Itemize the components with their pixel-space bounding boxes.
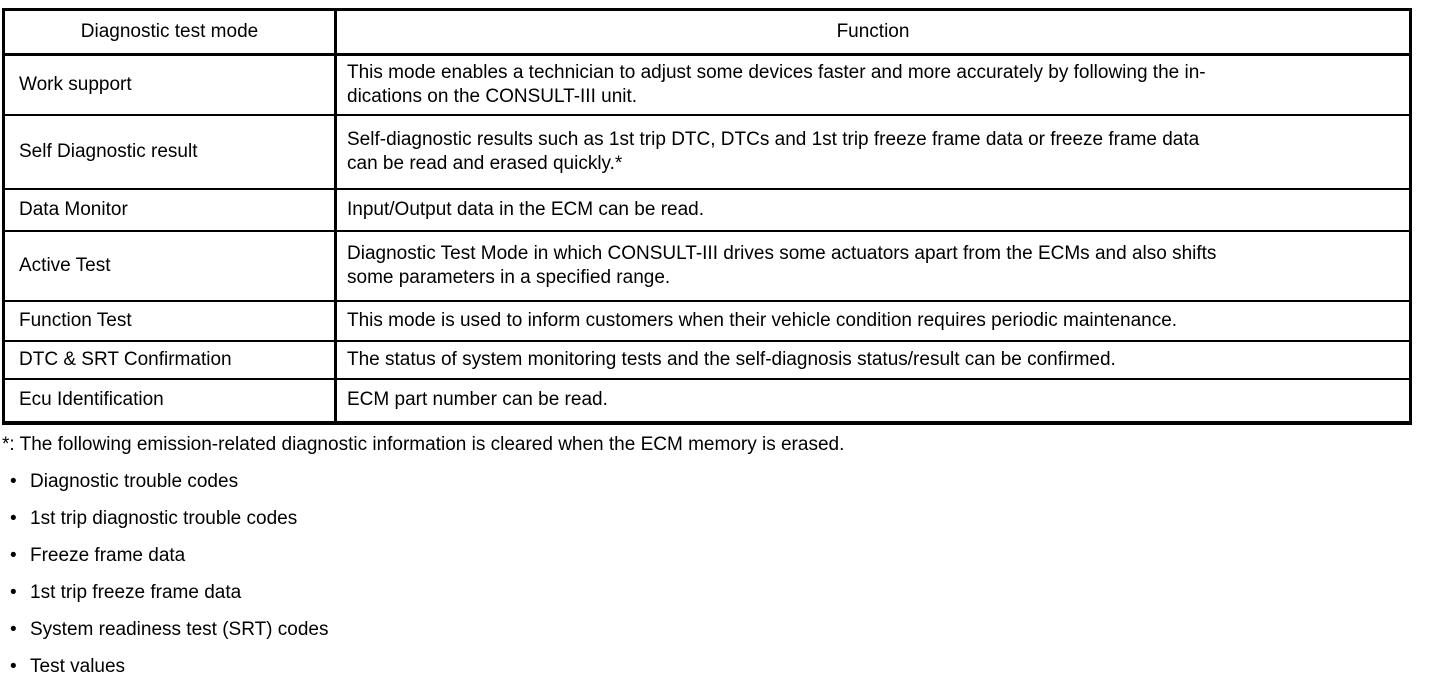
list-item: • 1st trip diagnostic trouble codes — [0, 508, 1440, 530]
bullet-icon: • — [10, 470, 17, 492]
mode-cell: Data Monitor — [2, 187, 337, 232]
bullet-icon: • — [10, 618, 17, 640]
emission-info-list: • Diagnostic trouble codes • 1st trip di… — [0, 471, 1440, 678]
table-row: Self Diagnostic result Self-diagnostic r… — [2, 113, 1412, 190]
function-cell: Self-diagnostic results such as 1st trip… — [334, 113, 1412, 190]
function-cell: Diagnostic Test Mode in which CONSULT-II… — [334, 229, 1412, 302]
mode-cell: Self Diagnostic result — [2, 113, 337, 190]
list-item: • System readiness test (SRT) codes — [0, 619, 1440, 641]
bullet-icon: • — [10, 581, 17, 603]
list-item-label: 1st trip diagnostic trouble codes — [30, 507, 298, 529]
bullet-icon: • — [10, 507, 17, 529]
table-row: Work support This mode enables a technic… — [2, 53, 1412, 116]
table-header-row: Diagnostic test mode Function — [2, 8, 1412, 56]
list-item-label: Freeze frame data — [30, 544, 186, 566]
table-row: Data Monitor Input/Output data in the EC… — [2, 187, 1412, 232]
table-row: Active Test Diagnostic Test Mode in whic… — [2, 229, 1412, 302]
mode-cell: Active Test — [2, 229, 337, 302]
bullet-icon: • — [10, 655, 17, 677]
list-item-label: 1st trip freeze frame data — [30, 581, 242, 603]
column-header-diagnostic-test-mode: Diagnostic test mode — [2, 8, 337, 56]
function-cell: This mode is used to inform customers wh… — [334, 299, 1412, 342]
function-cell: Input/Output data in the ECM can be read… — [334, 187, 1412, 232]
list-item: • Diagnostic trouble codes — [0, 471, 1440, 493]
table-row: DTC & SRT Confirmation The status of sys… — [2, 339, 1412, 380]
mode-cell: Ecu Identification — [2, 377, 337, 424]
table-row: Ecu Identification ECM part number can b… — [2, 377, 1412, 424]
bullet-icon: • — [10, 544, 17, 566]
column-header-function: Function — [334, 8, 1412, 56]
list-item: • Test values — [0, 656, 1440, 678]
list-item: • 1st trip freeze frame data — [0, 582, 1440, 604]
table-row: Function Test This mode is used to infor… — [2, 299, 1412, 342]
list-item-label: System readiness test (SRT) codes — [30, 618, 329, 640]
list-item-label: Diagnostic trouble codes — [30, 470, 239, 492]
mode-cell: DTC & SRT Confirmation — [2, 339, 337, 380]
function-cell: This mode enables a technician to adjust… — [334, 53, 1412, 116]
mode-cell: Function Test — [2, 299, 337, 342]
footnote: *: The following emission-related diagno… — [2, 433, 845, 455]
function-cell: ECM part number can be read. — [334, 377, 1412, 424]
diagnostic-test-mode-table: Diagnostic test mode Function Work suppo… — [2, 8, 1412, 425]
list-item: • Freeze frame data — [0, 545, 1440, 567]
function-cell: The status of system monitoring tests an… — [334, 339, 1412, 380]
list-item-label: Test values — [30, 655, 126, 677]
mode-cell: Work support — [2, 53, 337, 116]
